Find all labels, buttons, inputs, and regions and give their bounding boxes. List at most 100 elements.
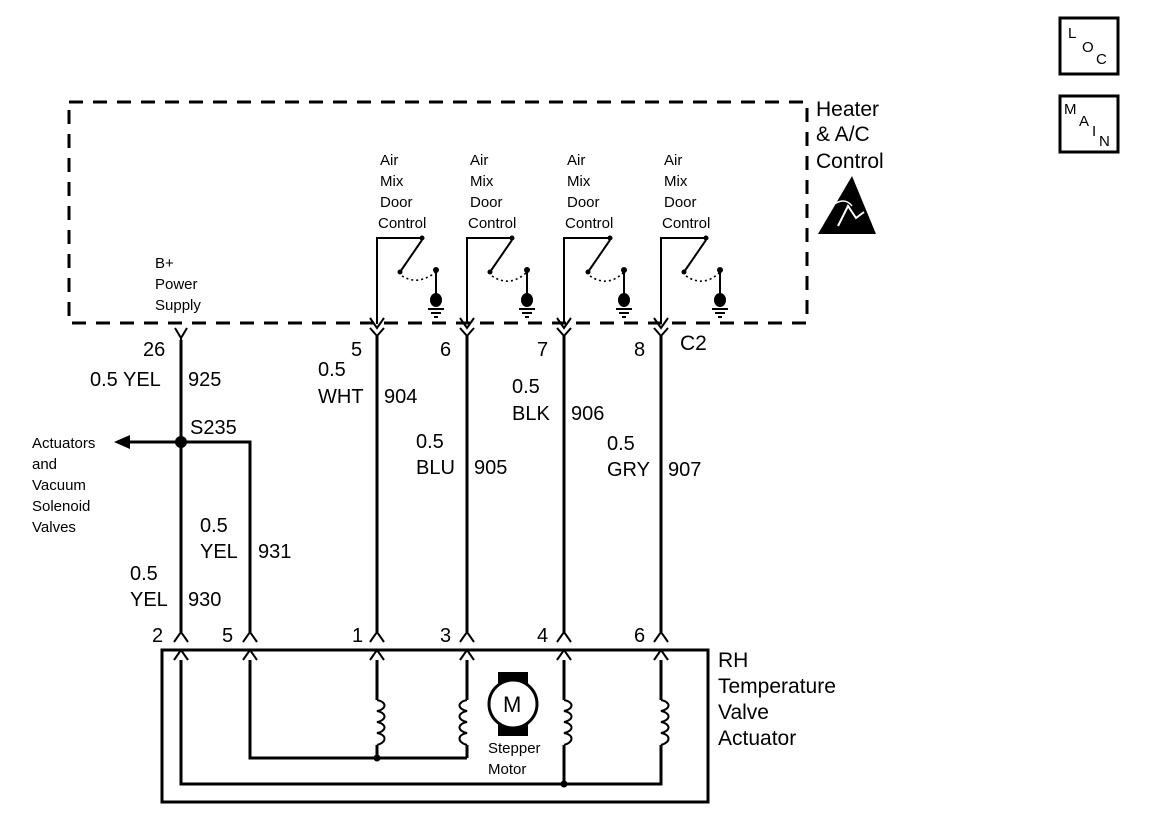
loc-icon[interactable]: L O C [1058, 16, 1120, 76]
wire-931-color: YEL [200, 541, 238, 563]
main-icon-char-2: A [1079, 113, 1089, 130]
wire-925-size: 0.5 [90, 369, 118, 391]
main-icon[interactable]: M A I N [1058, 94, 1120, 154]
splice-s235: S235 [190, 417, 237, 439]
supply-line-3: Supply [155, 297, 201, 314]
esd-warning-icon [818, 176, 876, 234]
door3-line-2: Mix [567, 173, 591, 190]
branch-line-4: Solenoid [32, 498, 90, 515]
control-title-line-2: & A/C [816, 123, 870, 146]
door1-line-2: Mix [380, 173, 404, 190]
connector-c2: C2 [680, 332, 707, 355]
supply-line-1: B+ [155, 255, 174, 272]
door-switch-3 [563, 235, 632, 324]
control-title-line-1: Heater [816, 98, 879, 121]
pin-5-upper: 5 [351, 339, 362, 361]
door4-line-4: Control [662, 215, 710, 232]
door3-line-4: Control [565, 215, 613, 232]
motor-icon: M [487, 672, 539, 736]
power-supply-label: B+ Power Supply [155, 255, 201, 314]
main-icon-char-3: I [1092, 123, 1096, 140]
wire-904-circuit: 904 [384, 386, 417, 408]
wire-904-size: 0.5 [318, 359, 346, 381]
pin-6-upper: 6 [440, 339, 451, 361]
actuator-pin-2: 2 [152, 625, 163, 647]
actuator-title-line-4: Actuator [718, 727, 796, 750]
motor-label-line-2: Motor [488, 761, 526, 778]
wire-930-circuit: 930 [188, 589, 221, 611]
actuator-title: RH Temperature Valve Actuator [718, 649, 836, 750]
actuator-title-line-2: Temperature [718, 675, 836, 698]
control-module-boundary [67, 100, 809, 325]
loc-icon-char-2: O [1082, 39, 1094, 56]
wire-906-color: BLK [512, 403, 550, 425]
control-title-line-3: Control [816, 150, 884, 173]
wire-906-circuit: 906 [571, 403, 604, 425]
actuator-box [160, 648, 710, 804]
door2-line-4: Control [468, 215, 516, 232]
door-switch-4 [660, 235, 728, 324]
pin-26: 26 [143, 339, 165, 361]
wire-907-circuit: 907 [668, 459, 701, 481]
door4-line-1: Air [664, 152, 682, 169]
wire-925-color: YEL [123, 369, 161, 391]
door1-line-1: Air [380, 152, 398, 169]
wire-931-circuit: 931 [258, 541, 291, 563]
door4-line-3: Door [664, 194, 697, 211]
wire-930-size: 0.5 [130, 563, 158, 585]
door2-line-3: Door [470, 194, 503, 211]
supply-line-2: Power [155, 276, 198, 293]
door4-line-2: Mix [664, 173, 688, 190]
branch-label: Actuators and Vacuum Solenoid Valves [32, 435, 95, 536]
wire-907-color: GRY [607, 459, 650, 481]
wire-931 [181, 440, 252, 632]
wire-906-size: 0.5 [512, 376, 540, 398]
actuator-connector-terminals [173, 630, 669, 661]
main-icon-char-1: M [1064, 101, 1077, 118]
actuator-title-line-3: Valve [718, 701, 769, 724]
branch-line-3: Vacuum [32, 477, 86, 494]
branch-line-2: and [32, 456, 57, 473]
actuator-pin-3: 3 [440, 625, 451, 647]
motor-label-line-1: Stepper [488, 740, 541, 757]
wire-925-circuit: 925 [188, 369, 221, 391]
door2-line-1: Air [470, 152, 488, 169]
door2-line-2: Mix [470, 173, 494, 190]
door-switch-1 [376, 235, 444, 324]
pin-7-upper: 7 [537, 339, 548, 361]
coil-1 [376, 699, 386, 746]
wire-931-size: 0.5 [200, 515, 228, 537]
door3-line-1: Air [567, 152, 585, 169]
door3-line-3: Door [567, 194, 600, 211]
wire-904-color: WHT [318, 386, 364, 408]
door1-line-3: Door [380, 194, 413, 211]
branch-arrow-icon [114, 435, 130, 449]
wire-930-color: YEL [130, 589, 168, 611]
control-module-title: Heater & A/C Control [816, 98, 884, 173]
motor-symbol: M [503, 692, 521, 717]
actuator-pin-5: 5 [222, 625, 233, 647]
wire-905-color: BLU [416, 457, 455, 479]
coil-4 [660, 699, 670, 746]
coil-2 [458, 699, 468, 746]
door-control-label-2: Air Mix Door Control [468, 152, 516, 232]
actuator-pin-6: 6 [634, 625, 645, 647]
coil-3 [563, 699, 573, 746]
splice-node [175, 436, 187, 448]
door1-line-4: Control [378, 215, 426, 232]
actuator-internal-wiring [179, 660, 663, 788]
door-control-label-4: Air Mix Door Control [662, 152, 710, 232]
door-switch-2 [466, 235, 535, 324]
loc-icon-char-3: C [1096, 51, 1107, 68]
wire-907-size: 0.5 [607, 433, 635, 455]
branch-line-5: Valves [32, 519, 76, 536]
door-control-label-1: Air Mix Door Control [378, 152, 426, 232]
branch-line-1: Actuators [32, 435, 95, 452]
actuator-pin-4: 4 [537, 625, 548, 647]
pin-8-upper: 8 [634, 339, 645, 361]
actuator-title-line-1: RH [718, 649, 748, 672]
wire-905-size: 0.5 [416, 431, 444, 453]
loc-icon-char-1: L [1068, 25, 1076, 42]
actuator-pin-1: 1 [352, 625, 363, 647]
